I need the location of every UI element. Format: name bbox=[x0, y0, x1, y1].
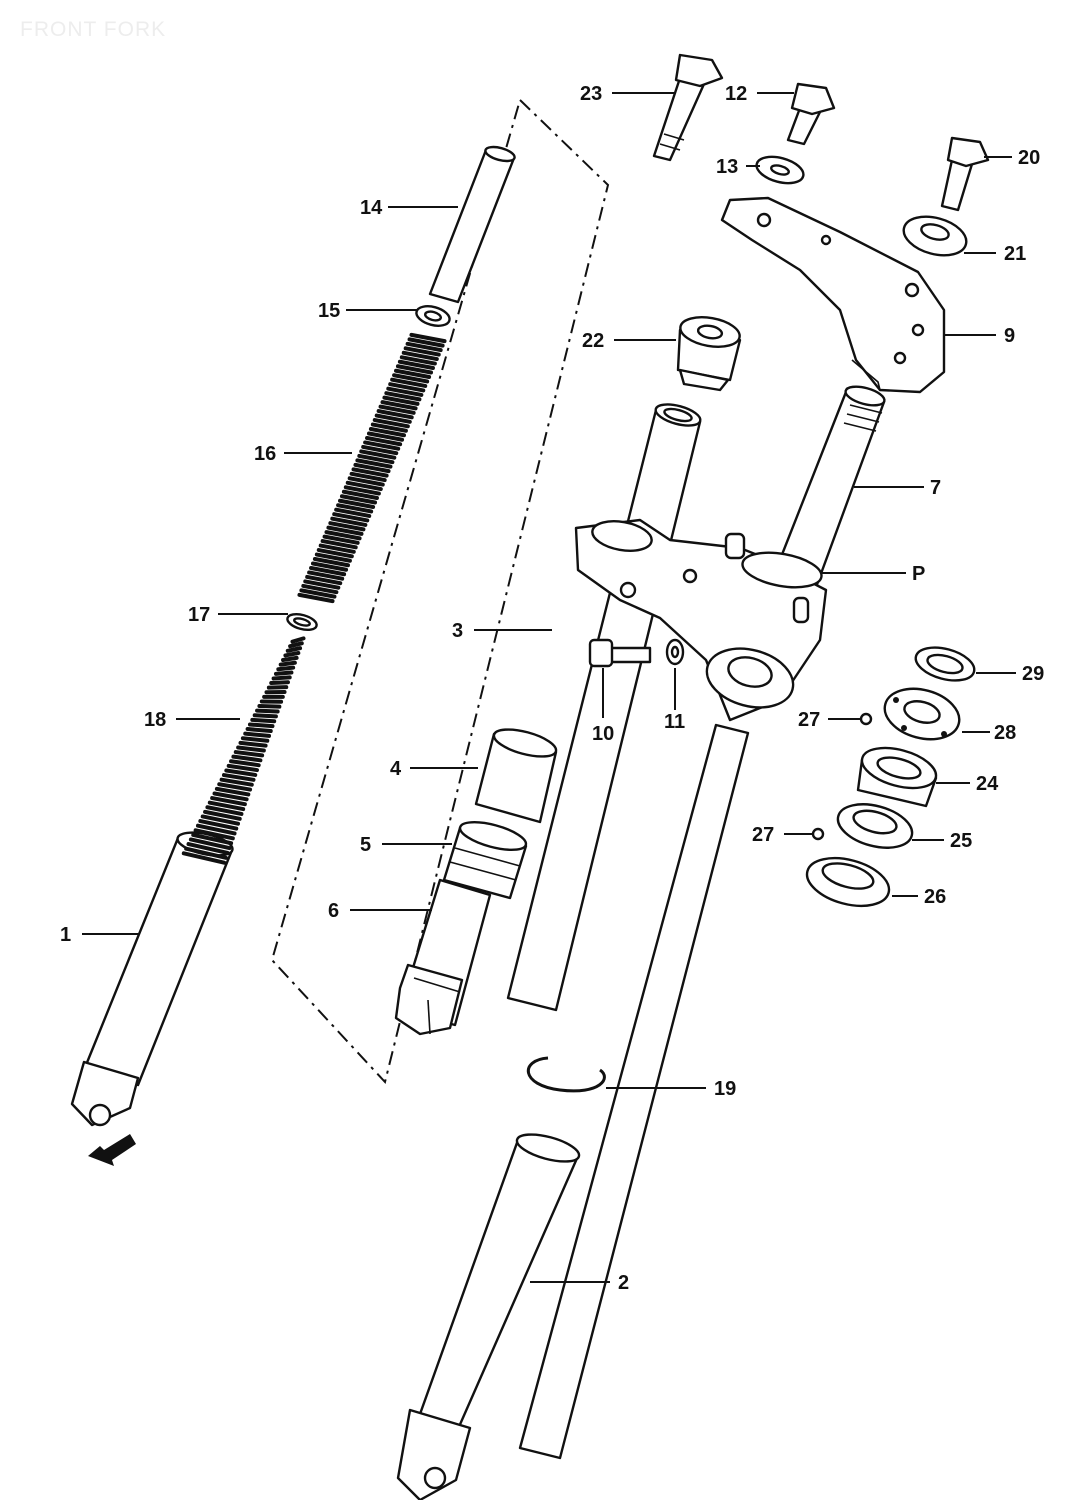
part-25-bearing-race bbox=[836, 803, 914, 849]
part-p-lower-bracket bbox=[574, 518, 828, 722]
part-18-lower-spring bbox=[181, 636, 306, 865]
part-15-washer bbox=[415, 305, 451, 327]
callout-labels: 23 12 13 20 21 9 14 15 22 16 7 P 17 3 29… bbox=[60, 83, 1044, 1294]
part-20-bolt bbox=[940, 136, 990, 212]
callout-26: 26 bbox=[924, 886, 946, 908]
callout-21: 21 bbox=[1004, 243, 1026, 265]
callout-19: 19 bbox=[714, 1078, 736, 1100]
callout-18: 18 bbox=[144, 709, 166, 731]
part-17-spacer bbox=[286, 613, 318, 631]
callout-17: 17 bbox=[188, 604, 210, 626]
callout-25: 25 bbox=[950, 830, 972, 852]
callout-leaders bbox=[82, 92, 1016, 1283]
callout-16: 16 bbox=[254, 443, 276, 465]
part-1-outer-tube-left bbox=[70, 831, 234, 1127]
callout-28: 28 bbox=[994, 722, 1016, 744]
part-29-dust-seal bbox=[914, 646, 976, 682]
part-19-circlip bbox=[527, 1056, 606, 1093]
callout-2: 2 bbox=[618, 1272, 629, 1294]
callout-27-lower: 27 bbox=[752, 824, 774, 846]
part-27-steel-ball-lower bbox=[811, 827, 825, 841]
callout-6: 6 bbox=[328, 900, 339, 922]
callout-23: 23 bbox=[580, 83, 602, 105]
part-26-dust-seal bbox=[805, 856, 891, 908]
callout-10: 10 bbox=[592, 723, 614, 745]
callout-9: 9 bbox=[1004, 325, 1015, 347]
part-16-upper-spring bbox=[297, 332, 447, 604]
callout-11: 11 bbox=[664, 711, 685, 733]
part-9-upper-bracket bbox=[720, 196, 946, 394]
part-27-steel-ball-upper bbox=[859, 712, 873, 726]
part-4-oil-seal bbox=[474, 728, 558, 824]
callout-20: 20 bbox=[1018, 147, 1040, 169]
callout-5: 5 bbox=[360, 834, 371, 856]
part-11-washer bbox=[665, 638, 685, 666]
diagram-title: FRONT FORK bbox=[20, 18, 167, 41]
part-2-outer-tube-right bbox=[396, 723, 750, 1500]
callout-15: 15 bbox=[318, 300, 340, 322]
forward-arrow-icon bbox=[88, 1134, 136, 1166]
callout-7: 7 bbox=[930, 477, 941, 499]
part-23-bolt bbox=[652, 53, 724, 162]
callout-p: P bbox=[912, 563, 925, 585]
part-14-spacer-pipe bbox=[428, 145, 516, 304]
part-24-bearing bbox=[856, 746, 938, 808]
part-13-washer bbox=[755, 155, 805, 185]
part-6-damper-rod bbox=[394, 878, 492, 1036]
part-22-cap-bushing bbox=[676, 316, 742, 392]
callout-14: 14 bbox=[360, 197, 383, 219]
callout-12: 12 bbox=[725, 83, 747, 105]
callout-13: 13 bbox=[716, 156, 738, 178]
part-10-pinch-bolt bbox=[588, 638, 652, 668]
part-12-bolt bbox=[786, 82, 836, 146]
part-5-piston-ring bbox=[442, 821, 528, 900]
callout-24: 24 bbox=[976, 773, 999, 795]
callout-4: 4 bbox=[390, 758, 402, 780]
callout-3: 3 bbox=[452, 620, 463, 642]
part-21-cap bbox=[902, 215, 968, 257]
callout-29: 29 bbox=[1022, 663, 1044, 685]
callout-27-upper: 27 bbox=[798, 709, 820, 731]
internal-parts-boundary bbox=[270, 99, 610, 1085]
callout-22: 22 bbox=[582, 330, 604, 352]
part-28-bearing-nut bbox=[883, 687, 961, 741]
callout-1: 1 bbox=[60, 924, 71, 946]
